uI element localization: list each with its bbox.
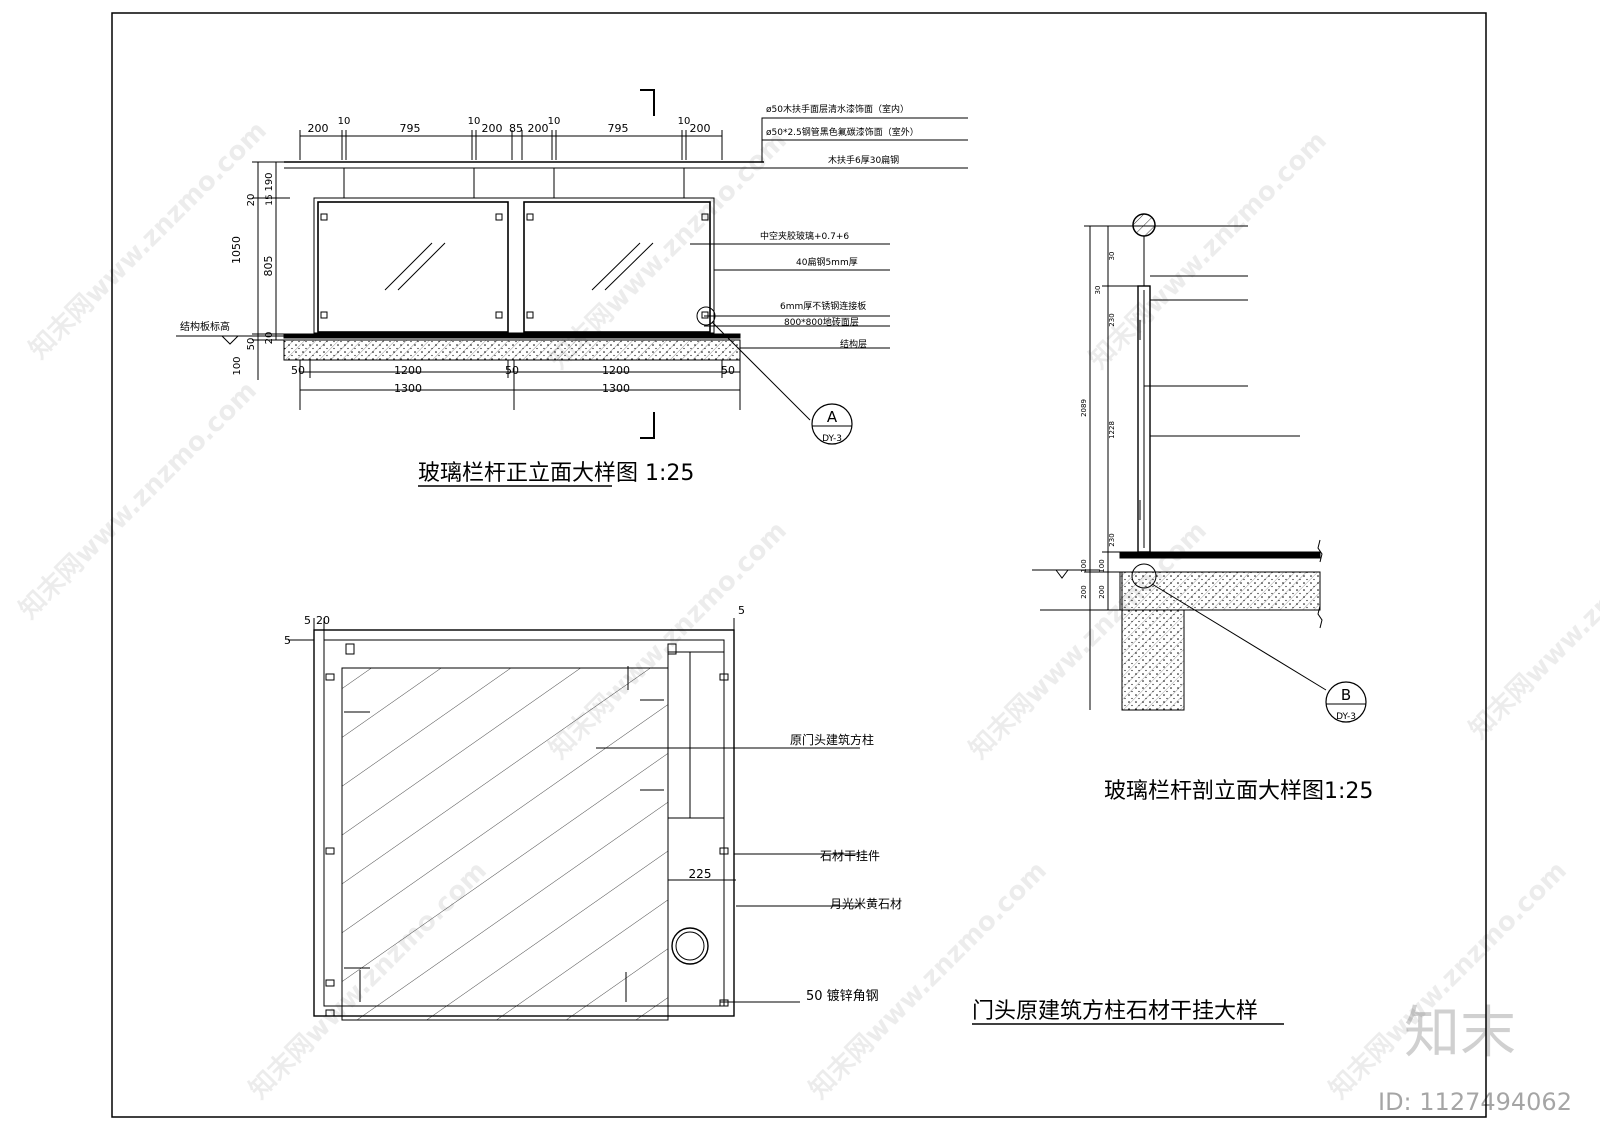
- dim-label: 200: [482, 122, 503, 135]
- dim-label: 1200: [394, 364, 422, 377]
- callout-text: 结构层: [840, 338, 867, 350]
- dim-label: 85: [509, 122, 523, 135]
- dim-label: 795: [608, 122, 629, 135]
- detail-letter: B: [1341, 686, 1351, 704]
- detail-letter: A: [827, 408, 838, 426]
- dim-label: 20: [246, 194, 257, 207]
- dim-label: 200: [690, 122, 711, 135]
- dim-label: 230: [1108, 533, 1116, 546]
- callout-text: 原门头建筑方柱: [790, 732, 874, 747]
- sheet-border: [111, 12, 1487, 1118]
- brand-id: ID: 1127494062: [1378, 1088, 1572, 1116]
- callout-text: 6mm厚不锈钢连接板: [780, 300, 866, 312]
- brand-logo: 知末: [1404, 1001, 1516, 1066]
- dim-label: 1300: [602, 382, 630, 395]
- callout-text: 木扶手6厚30扁钢: [828, 154, 899, 166]
- dim-label: 1300: [394, 382, 422, 395]
- dim-label: 50: [291, 364, 305, 377]
- dim-label: 1200: [602, 364, 630, 377]
- dim-label: 795: [400, 122, 421, 135]
- dim-label: 100: [1098, 559, 1106, 572]
- dim-label: 230: [1108, 313, 1116, 326]
- section-elevation-title: 玻璃栏杆剖立面大样图1:25: [1104, 779, 1373, 804]
- dim-label: 100: [1080, 559, 1088, 572]
- dim-label: 5: [284, 634, 291, 647]
- dim-label: 50: [246, 338, 257, 351]
- dim-label: 20: [316, 614, 330, 627]
- level-label: 结构板标高: [180, 320, 230, 333]
- dim-label: 50: [721, 364, 735, 377]
- dim-label: 225: [689, 867, 712, 881]
- dim-label: 30: [1108, 252, 1116, 261]
- front-elevation: [176, 89, 968, 445]
- column-plan-detail: [288, 618, 860, 1021]
- dim-label: 190: [264, 172, 275, 191]
- dim-label: 2089: [1080, 399, 1088, 417]
- watermark: 知末网www.znzmo.com: [1324, 856, 1573, 1105]
- callout-text: 石材干挂件: [820, 849, 880, 863]
- dim-label: 10: [338, 116, 351, 127]
- dim-label: 5: [304, 614, 311, 627]
- dim-label: 15: [265, 194, 275, 205]
- dim-label: 10: [678, 116, 691, 127]
- dim-label: 805: [262, 256, 275, 277]
- callout-text: 月光米黄石材: [830, 897, 902, 911]
- dim-label: 200: [308, 122, 329, 135]
- dim-label: 1050: [230, 236, 243, 264]
- callout-text: ø50木扶手面层清水漆饰面（室内）: [766, 103, 909, 115]
- dim-label: 10: [468, 116, 481, 127]
- front-elevation-labels: 200 10 795 10 200 85 200 10 795 10 200 5…: [180, 103, 919, 487]
- dim-label: 20: [264, 332, 275, 345]
- section-elevation-labels: 30 230 30 2089 1228 230 100 100 200 200 …: [1080, 252, 1373, 804]
- dim-label: 1228: [1108, 421, 1116, 439]
- dim-label: 50: [505, 364, 519, 377]
- dim-label: 200: [1080, 585, 1088, 598]
- dim-label: 200: [528, 122, 549, 135]
- detail-ref: DY-3: [822, 434, 842, 444]
- watermark: 知末网www.znzmo.com: [1464, 496, 1600, 745]
- dim-label: 30: [1094, 286, 1102, 295]
- callout-text: 中空夹胶玻璃+0.7+6: [760, 230, 849, 242]
- plan-detail-title: 门头原建筑方柱石材干挂大样: [972, 999, 1258, 1024]
- detail-ref: DY-3: [1336, 712, 1356, 722]
- section-elevation: [1032, 213, 1367, 723]
- watermark: 知末网www.znzmo.com: [804, 856, 1053, 1105]
- callout-text: ø50*2.5钢管黑色氟碳漆饰面（室外）: [766, 126, 919, 138]
- callout-text: 800*800地砖面层: [784, 316, 859, 328]
- callout-text: 50 镀锌角钢: [806, 988, 879, 1004]
- dim-label: 100: [232, 356, 243, 375]
- column-plan-labels: 5 20 5 5 225 原门头建筑方柱 石材干挂件 月光米黄石材 50 镀锌角…: [284, 604, 1284, 1025]
- callout-text: 40扁钢5mm厚: [796, 256, 858, 268]
- dim-label: 5: [738, 604, 745, 617]
- front-elevation-title: 玻璃栏杆正立面大样图 1:25: [418, 461, 694, 486]
- dim-label: 200: [1098, 585, 1106, 598]
- watermark: 知末网www.znzmo.com: [14, 376, 263, 625]
- watermark: 知末网www.znzmo.com: [1084, 126, 1333, 375]
- dim-label: 10: [548, 116, 561, 127]
